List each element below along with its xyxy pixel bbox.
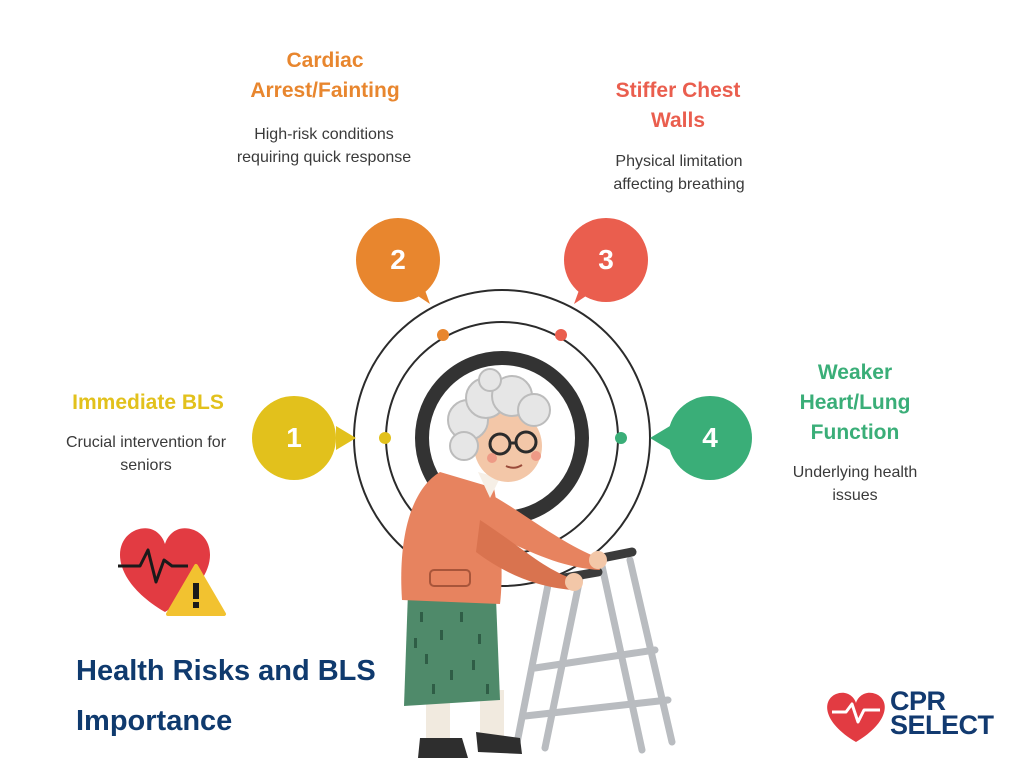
bubble-pointer-1 [336,426,356,450]
connector-dot-1 [379,432,391,444]
cpr-select-logo-icon [827,692,885,742]
item-3-description: Physical limitation affecting breathing [613,153,745,193]
item-1-title: Immediate BLS [72,391,224,414]
page-title-line-2: Importance [76,705,233,737]
page-title-line-1: Health Risks and BLS [76,655,376,687]
heart-warning-icon [118,528,226,616]
connector-dot-4 [615,432,627,444]
connector-dot-2 [437,329,449,341]
item-4-title: Weaker Heart/Lung Function [799,361,911,444]
bubble-4: 4 [668,396,752,480]
item-4-description: Underlying health issues [792,464,918,504]
item-2-description: High-risk conditions requiring quick res… [236,126,412,166]
brand-logo-line-2: SELECT [890,710,994,740]
bubble-1: 1 [252,396,336,480]
bubble-3: 3 [564,218,648,302]
elderly-woman-walker-illustration [401,368,676,758]
connector-dot-3 [555,329,567,341]
page-title: Health Risks and BLS Importance [76,646,416,746]
item-1-description: Crucial intervention for seniors [65,434,227,474]
brand-logo: CPR SELECT [890,686,994,740]
item-2-title: Cardiac Arrest/Fainting [250,49,400,102]
bubble-4-number: 4 [702,422,718,453]
bubble-1-number: 1 [286,422,302,453]
bubble-3-number: 3 [598,244,614,275]
brand-logo-line-1: CPR [890,686,946,716]
item-3-title: Stiffer Chest Walls [615,79,741,132]
bubble-2-number: 2 [390,244,406,275]
bubble-pointer-4 [650,426,670,450]
bubble-2: 2 [356,218,440,302]
